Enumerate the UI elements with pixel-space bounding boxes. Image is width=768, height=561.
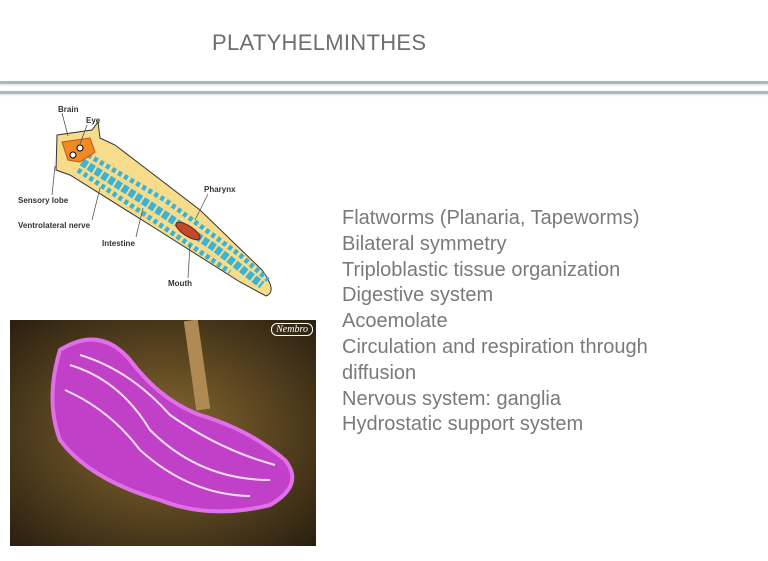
planaria-diagram: Brain Eye Sensory lobe Ventrolateral ner… — [0, 100, 290, 300]
bullet-list: Flatworms (Planaria, Tapeworms) Bilatera… — [342, 206, 648, 438]
label-eye: Eye — [86, 116, 101, 125]
photo-watermark: Nembro — [271, 323, 313, 336]
bullet-item: Bilateral symmetry — [342, 232, 507, 255]
bullet-item: Circulation and respiration through — [342, 335, 648, 358]
label-brain: Brain — [58, 105, 79, 114]
slide-title: PLATYHELMINTHES — [212, 30, 427, 55]
bullet-item: Hydrostatic support system — [342, 413, 584, 436]
bullet-item: Flatworms (Planaria, Tapeworms) — [342, 207, 640, 229]
divider-top — [0, 81, 768, 84]
label-pharynx: Pharynx — [204, 185, 236, 194]
label-intestine: Intestine — [102, 239, 135, 248]
bullet-item: diffusion — [342, 361, 417, 384]
label-ventrolateral-nerve: Ventrolateral nerve — [18, 221, 91, 230]
label-mouth: Mouth — [168, 279, 192, 288]
divider-bottom — [0, 91, 768, 94]
bullet-item: Triploblastic tissue organization — [342, 258, 621, 281]
flatworm-photo: Nembro — [10, 320, 316, 546]
bullet-item: Nervous system: ganglia — [342, 387, 561, 410]
flatworm-photo-image — [10, 320, 316, 546]
label-sensory-lobe: Sensory lobe — [18, 196, 69, 205]
bullet-item: Digestive system — [342, 284, 494, 307]
bullet-item: Acoemolate — [342, 310, 448, 333]
planaria-illustration — [51, 112, 272, 297]
